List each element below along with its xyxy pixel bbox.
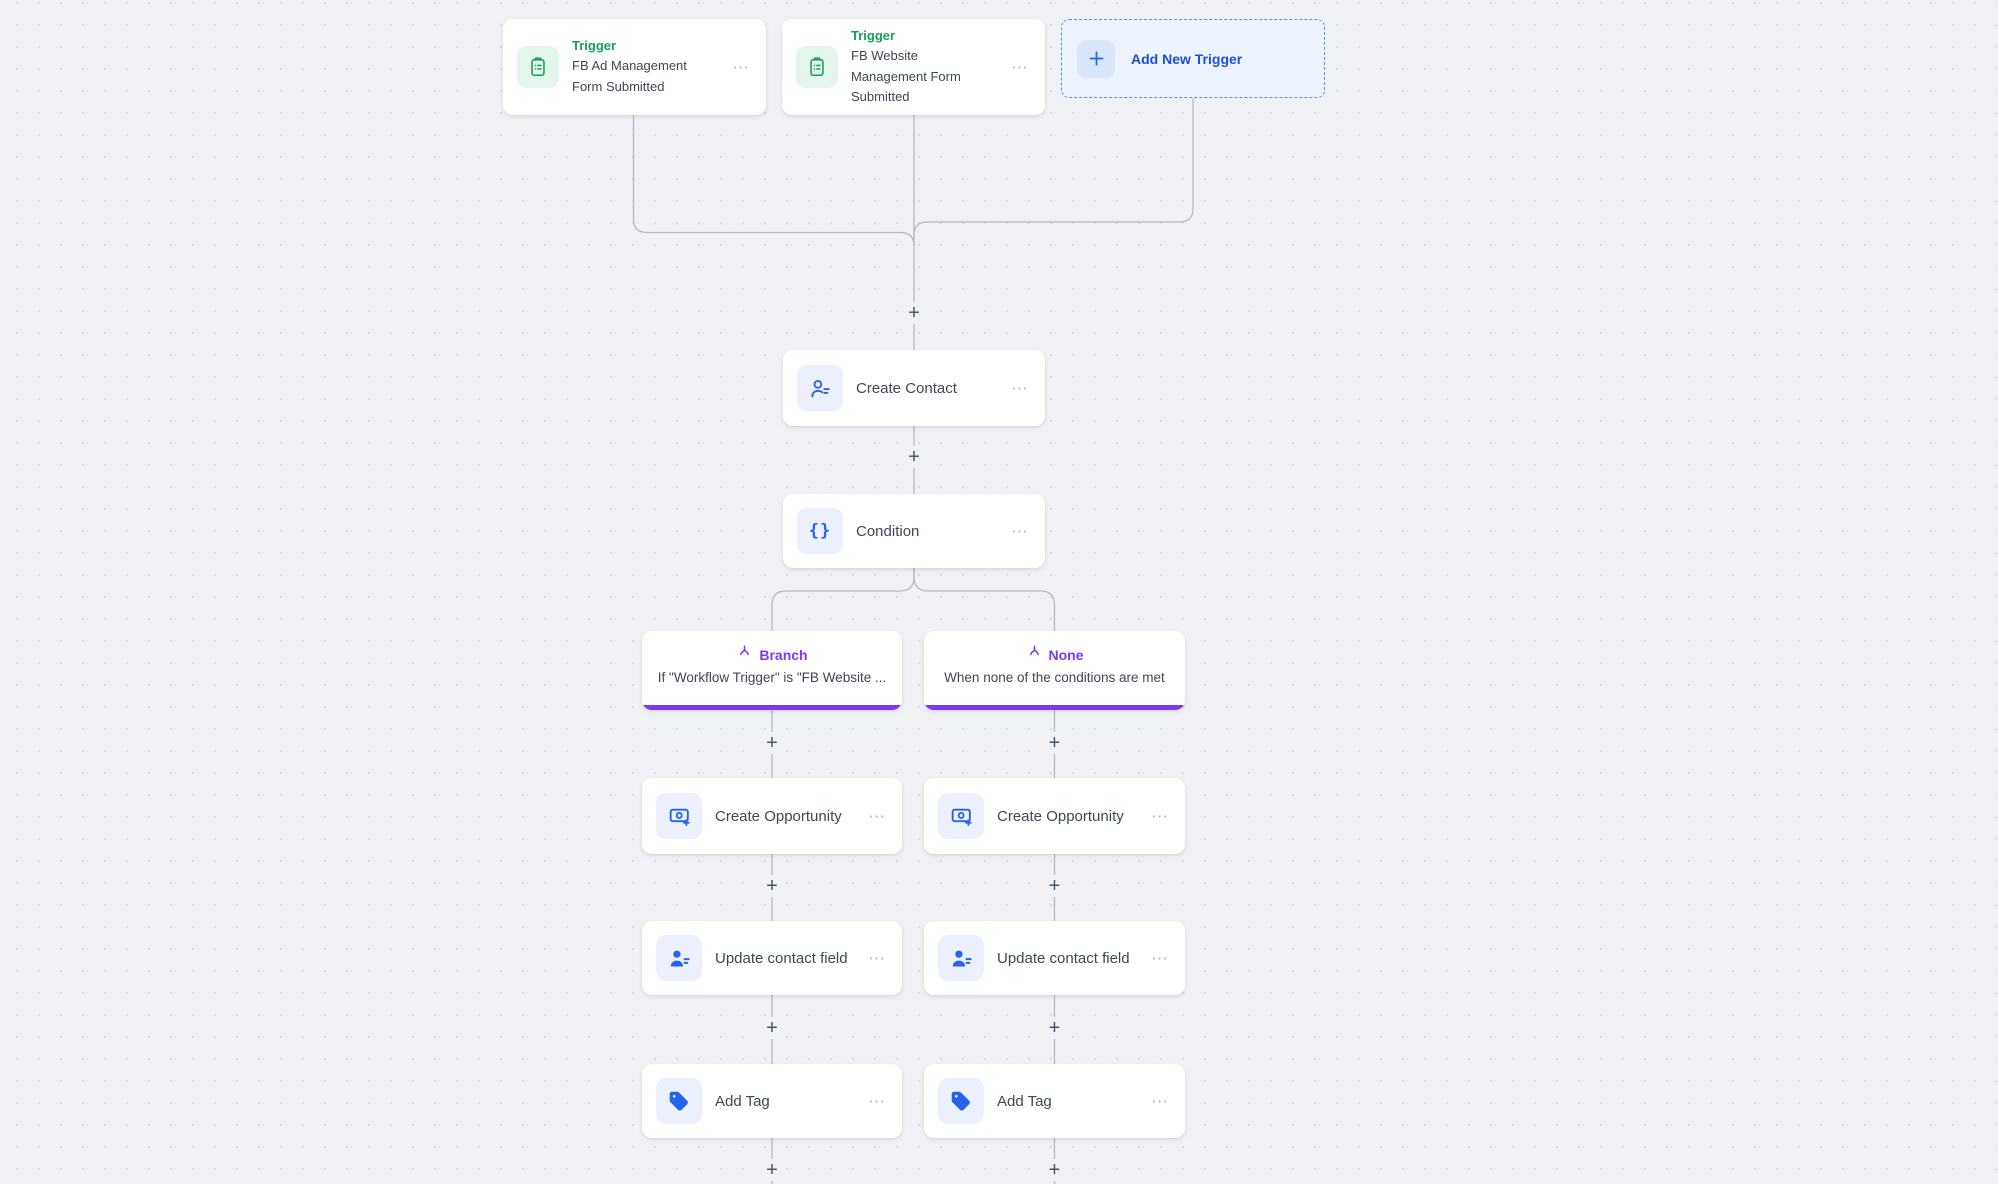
create-opportunity-node[interactable]: Create Opportunity ⋯: [642, 778, 902, 854]
add-step-button[interactable]: +: [903, 446, 925, 468]
tag-icon: [656, 1078, 702, 1124]
branch-card[interactable]: Branch If "Workflow Trigger" is "FB Webs…: [642, 631, 902, 710]
add-step-button[interactable]: +: [761, 732, 783, 754]
node-label: Add Tag: [715, 1092, 770, 1110]
create-contact-node[interactable]: Create Contact ⋯: [783, 350, 1045, 426]
node-menu-button[interactable]: ⋯: [868, 806, 886, 826]
add-step-button[interactable]: +: [1043, 1159, 1066, 1181]
user-edit-icon: [938, 935, 984, 981]
add-new-trigger-label: Add New Trigger: [1131, 50, 1243, 67]
add-tag-node[interactable]: Add Tag ⋯: [924, 1064, 1185, 1138]
add-step-button[interactable]: +: [761, 1159, 783, 1181]
node-menu-button[interactable]: ⋯: [732, 57, 750, 77]
trigger-badge: Trigger: [572, 38, 617, 54]
add-tag-node[interactable]: Add Tag ⋯: [642, 1064, 902, 1138]
trigger-node-fb-website[interactable]: Trigger FB Website Management Form Submi…: [782, 19, 1045, 115]
node-menu-button[interactable]: ⋯: [1151, 948, 1169, 968]
clipboard-icon: [796, 46, 838, 88]
node-menu-button[interactable]: ⋯: [1011, 57, 1029, 77]
contact-icon: [797, 365, 843, 411]
fork-icon: [736, 644, 753, 665]
trigger-node-fb-ad[interactable]: Trigger FB Ad Management Form Submitted …: [503, 19, 766, 115]
branch-title: None: [1048, 646, 1084, 663]
fork-icon: [1026, 644, 1043, 665]
update-contact-field-node[interactable]: Update contact field ⋯: [642, 921, 902, 995]
branch-subtitle: If "Workflow Trigger" is "FB Website ...: [657, 670, 887, 686]
node-label: Create Contact: [856, 379, 957, 397]
add-step-button[interactable]: +: [1043, 875, 1066, 897]
plus-icon: [1077, 39, 1115, 78]
node-menu-button[interactable]: ⋯: [868, 1091, 886, 1111]
node-menu-button[interactable]: ⋯: [868, 948, 886, 968]
node-label: Add Tag: [997, 1092, 1052, 1110]
trigger-badge: Trigger: [851, 28, 896, 44]
opportunity-icon: [938, 793, 984, 839]
branch-accent-bar: [642, 705, 902, 710]
update-contact-field-node[interactable]: Update contact field ⋯: [924, 921, 1185, 995]
tag-icon: [938, 1078, 984, 1124]
braces-icon: {}: [797, 508, 843, 554]
condition-node[interactable]: {} Condition ⋯: [783, 494, 1045, 568]
node-menu-button[interactable]: ⋯: [1151, 806, 1169, 826]
add-step-button[interactable]: +: [903, 302, 925, 324]
node-menu-button[interactable]: ⋯: [1011, 521, 1029, 541]
node-label: Update contact field: [997, 949, 1130, 967]
trigger-name: FB Ad Management Form Submitted: [572, 58, 687, 94]
node-label: Update contact field: [715, 949, 848, 967]
opportunity-icon: [656, 793, 702, 839]
node-menu-button[interactable]: ⋯: [1151, 1091, 1169, 1111]
add-step-button[interactable]: +: [761, 875, 783, 897]
branch-title: Branch: [759, 646, 808, 663]
add-new-trigger-button[interactable]: Add New Trigger: [1061, 19, 1325, 98]
clipboard-icon: [517, 46, 559, 88]
node-label: Create Opportunity: [715, 807, 842, 825]
branch-subtitle: When none of the conditions are met: [944, 670, 1165, 686]
branch-accent-bar: [924, 705, 1185, 710]
add-step-button[interactable]: +: [1043, 1017, 1066, 1039]
node-label: Create Opportunity: [997, 807, 1124, 825]
create-opportunity-node[interactable]: Create Opportunity ⋯: [924, 778, 1185, 854]
node-label: Condition: [856, 522, 920, 540]
none-branch-card[interactable]: None When none of the conditions are met: [924, 631, 1185, 710]
add-step-button[interactable]: +: [1043, 732, 1066, 754]
trigger-name: FB Website Management Form Submitted: [851, 48, 961, 104]
add-step-button[interactable]: +: [761, 1017, 783, 1039]
node-menu-button[interactable]: ⋯: [1011, 378, 1029, 398]
user-edit-icon: [656, 935, 702, 981]
